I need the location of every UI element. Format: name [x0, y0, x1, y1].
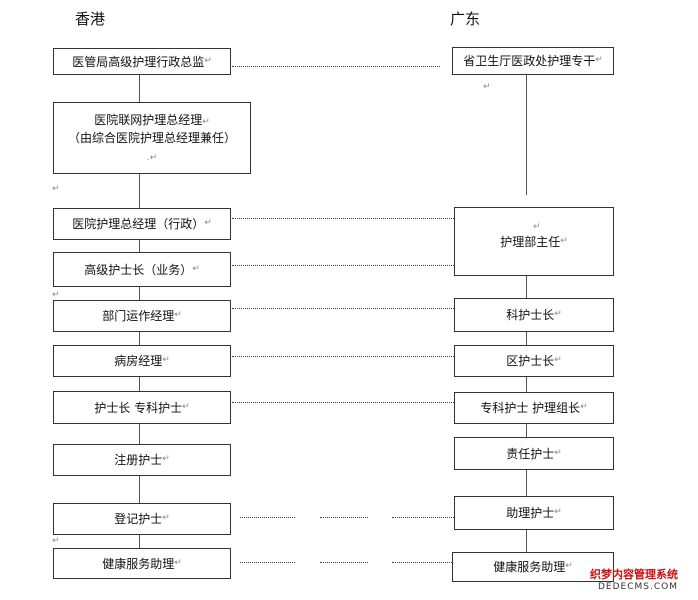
gd-box-nursing-director: 护理部主任↵ — [454, 207, 614, 276]
paragraph-mark: ↵ — [174, 310, 182, 321]
equivalence-line — [232, 66, 440, 67]
equivalence-line — [320, 562, 368, 563]
hk-box-hospital-general-manager: 医院护理总经理（行政）↵ — [53, 208, 231, 240]
equivalence-line — [240, 517, 295, 518]
watermark-domain: DEDECMS.COM — [598, 582, 678, 592]
gd-box-label: 科护士长 — [506, 308, 555, 322]
paragraph-mark: ↵ — [52, 184, 60, 194]
hk-box-label: 护士长 专科护士 — [94, 400, 183, 415]
equivalence-line — [232, 308, 454, 309]
paragraph-mark: ↵ — [483, 82, 491, 92]
equivalence-line — [232, 265, 454, 266]
paragraph-mark: .↵ — [146, 153, 158, 163]
equivalence-line — [392, 517, 454, 518]
gd-box-label: 责任护士 — [506, 446, 555, 461]
gd-box-label: 省卫生厅医政处护理专干 — [463, 54, 596, 68]
hk-connector — [139, 75, 140, 102]
gd-box-specialist-nurse: 专科护士 护理组长↵ — [454, 392, 614, 424]
paragraph-mark: ↵ — [162, 355, 170, 366]
watermark-title: 织梦内容管理系统 — [590, 568, 678, 581]
hk-box-note: （由综合医院护理总经理兼任） — [67, 131, 236, 145]
paragraph-mark: ↵ — [162, 454, 170, 465]
equivalence-line — [232, 356, 454, 357]
gd-connector — [526, 75, 527, 195]
heading-hong-kong: 香港 — [75, 10, 106, 28]
equivalence-line — [232, 218, 454, 219]
gd-connector — [526, 424, 527, 437]
paragraph-mark: ↵ — [52, 290, 60, 300]
hk-connector — [139, 424, 140, 444]
equivalence-line — [320, 517, 368, 518]
paragraph-mark: ↵ — [560, 235, 568, 246]
equivalence-line — [232, 402, 454, 403]
hk-connector — [139, 332, 140, 345]
paragraph-mark: ↵ — [554, 309, 562, 320]
hk-box-department-operations-manager: 部门运作经理↵ — [53, 300, 231, 332]
hk-connector — [139, 240, 140, 252]
hk-box-cluster-general-manager: 医院联网护理总经理↵ （由综合医院护理总经理兼任） .↵ — [53, 102, 251, 174]
paragraph-mark: ↵ — [595, 55, 603, 66]
hk-box-label: 部门运作经理 — [102, 309, 175, 323]
gd-box-label: 护理部主任 — [500, 234, 561, 249]
paragraph-mark: ↵ — [204, 218, 212, 229]
gd-box-label: 专科护士 护理组长 — [480, 401, 581, 415]
gd-box-label: 助理护士 — [506, 506, 555, 520]
hk-connector — [139, 377, 140, 391]
gd-box-provincial-nursing-officer: 省卫生厅医政处护理专干↵ — [452, 47, 614, 75]
gd-box-primary-nurse: 责任护士↵ — [454, 437, 614, 470]
gd-connector — [526, 332, 527, 345]
hk-box-label: 高级护士长（业务） — [84, 262, 193, 277]
hk-box-label: 医院护理总经理（行政） — [72, 217, 205, 231]
paragraph-mark: ↵ — [192, 263, 200, 274]
gd-box-ward-head-nurse: 区护士长↵ — [454, 345, 614, 377]
gd-connector — [526, 470, 527, 496]
hk-box-label: 登记护士 — [114, 512, 163, 526]
gd-connector — [526, 276, 527, 298]
paragraph-mark: ↵ — [52, 536, 60, 546]
hk-box-senior-nursing-director: 医管局高级护理行政总监↵ — [53, 48, 231, 75]
gd-box-department-head-nurse: 科护士长↵ — [454, 298, 614, 332]
paragraph-mark: ↵ — [533, 222, 541, 232]
hk-box-registered-nurse: 注册护士↵ — [53, 444, 231, 476]
paragraph-mark: ↵ — [554, 507, 562, 518]
paragraph-mark: ↵ — [565, 561, 573, 572]
hk-box-enrolled-nurse: 登记护士↵ — [53, 503, 231, 535]
hk-connector — [139, 535, 140, 548]
hk-connector — [139, 476, 140, 503]
hk-box-nursing-officer: 护士长 专科护士↵ — [53, 391, 231, 424]
gd-box-label: 健康服务助理 — [493, 560, 566, 574]
hk-box-health-care-assistant: 健康服务助理↵ — [53, 548, 231, 579]
equivalence-line — [240, 562, 295, 563]
paragraph-mark: ↵ — [554, 447, 562, 458]
gd-box-assistant-nurse: 助理护士↵ — [454, 496, 614, 530]
hk-box-label: 注册护士 — [114, 453, 163, 467]
paragraph-mark: ↵ — [554, 355, 562, 366]
gd-box-health-care-assistant: 健康服务助理↵ — [452, 552, 614, 582]
gd-connector — [526, 377, 527, 392]
equivalence-line — [392, 562, 454, 563]
hk-box-label: 医院联网护理总经理 — [94, 112, 203, 127]
paragraph-mark: ↵ — [174, 557, 182, 568]
hk-box-label: 医管局高级护理行政总监 — [72, 54, 205, 69]
paragraph-mark: ↵ — [202, 116, 210, 127]
paragraph-mark: ↵ — [182, 401, 190, 412]
hk-connector — [139, 174, 140, 208]
gd-box-label: 区护士长 — [506, 354, 555, 368]
gd-connector — [526, 530, 527, 552]
hk-box-label: 病房经理 — [114, 354, 163, 368]
hk-connector — [139, 287, 140, 300]
heading-guangdong: 广东 — [450, 10, 481, 28]
hk-box-label: 健康服务助理 — [102, 556, 175, 571]
hk-box-ward-manager: 病房经理↵ — [53, 345, 231, 377]
paragraph-mark: ↵ — [204, 55, 212, 66]
paragraph-mark: ↵ — [162, 513, 170, 524]
paragraph-mark: ↵ — [580, 402, 588, 413]
hk-box-senior-nursing-officer: 高级护士长（业务）↵ — [53, 252, 231, 287]
